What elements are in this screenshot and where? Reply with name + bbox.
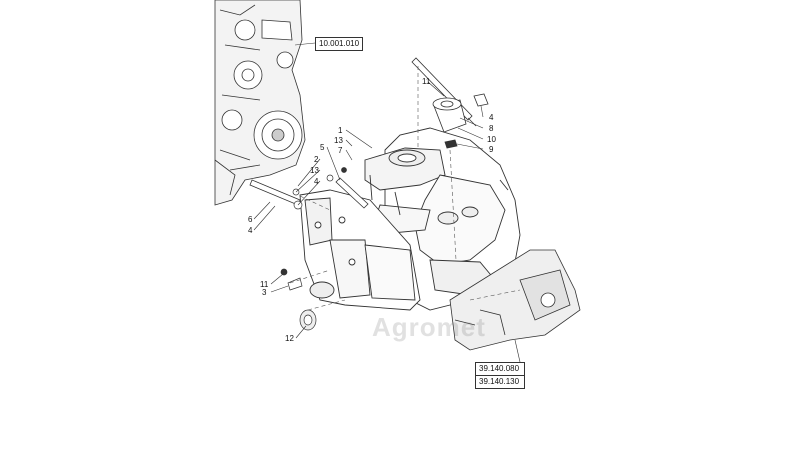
- callout-13-left: 13: [310, 166, 319, 175]
- nut-right: [473, 93, 489, 107]
- callout-5: 5: [320, 143, 325, 152]
- callout-2: 2: [314, 155, 319, 164]
- callout-1: 1: [338, 126, 343, 135]
- callout-10: 10: [487, 135, 496, 144]
- support-reference-stack: 39.140.080 39.140.130: [475, 362, 525, 389]
- support-reference-box-a[interactable]: 39.140.080: [475, 362, 525, 376]
- callout-11: 11: [260, 280, 269, 289]
- short-bolt-left: [335, 177, 369, 209]
- callout-12: 12: [285, 334, 294, 343]
- callout-13: 13: [334, 136, 343, 145]
- callout-4-left: 4: [248, 226, 253, 235]
- long-bolt-left: [249, 179, 301, 206]
- leader-support: [514, 339, 521, 363]
- side-frame-plate: [299, 189, 421, 311]
- callout-8: 8: [489, 124, 494, 133]
- engine-reference-box[interactable]: 10.001.010: [315, 37, 364, 51]
- engine-block: [214, 0, 306, 206]
- callout-4: 4: [314, 177, 319, 186]
- bushing-right: [432, 97, 467, 133]
- support-reference-box-b[interactable]: 39.140.130: [475, 376, 525, 389]
- leader-engine: [294, 42, 316, 46]
- callout-7: 7: [338, 146, 343, 155]
- callout-3: 3: [262, 288, 267, 297]
- callout-leaders: [253, 81, 484, 339]
- callout-9: 9: [489, 145, 494, 154]
- callout-11-right: 11: [422, 77, 431, 86]
- callout-4-right: 4: [489, 113, 494, 122]
- washer-9: [444, 139, 458, 149]
- callout-6: 6: [248, 215, 253, 224]
- watermark-text: Agromet: [372, 312, 486, 342]
- assembly-lines: [289, 66, 521, 311]
- rear-support-bracket: [449, 249, 581, 351]
